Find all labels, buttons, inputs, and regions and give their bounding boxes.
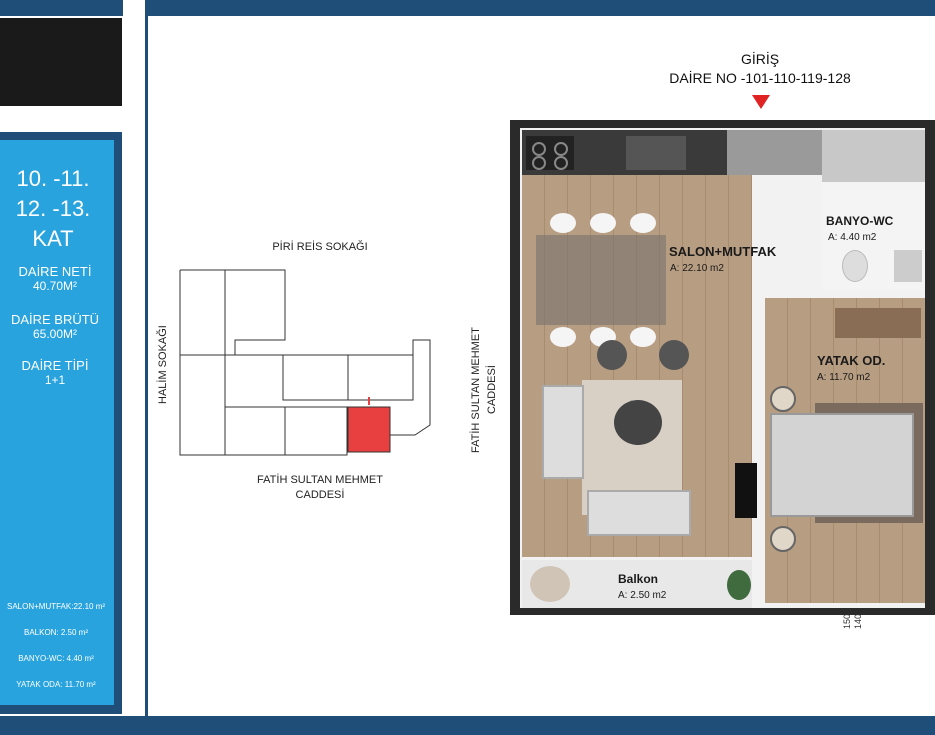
pouf-icon bbox=[659, 340, 689, 370]
right-street-label: FATİH SULTAN MEHMET CADDESİ bbox=[470, 320, 504, 460]
gross-area-value: 65.00M² bbox=[32, 327, 78, 341]
bottom-street-line: FATİH SULTAN MEHMET bbox=[257, 474, 383, 486]
logo-block bbox=[0, 18, 122, 106]
armchair-left bbox=[542, 385, 584, 479]
stove-icon bbox=[526, 136, 574, 170]
building-outline bbox=[179, 354, 226, 456]
area-banyo: BANYO-WC: 4.40 m² bbox=[18, 654, 94, 663]
floor-line: KAT bbox=[32, 226, 74, 251]
entry-label: GİRİŞ bbox=[740, 51, 780, 67]
coffee-table bbox=[614, 400, 662, 445]
apartment-info-panel: 10. -11. 12. -13. KAT DAİRE NETİ 40.70M²… bbox=[0, 140, 114, 705]
banyo-wc-room: BANYO-WC A: 4.40 m2 bbox=[822, 182, 925, 290]
area-balkon: BALKON: 2.50 m² bbox=[23, 628, 89, 637]
yatak-area: A: 11.70 m2 bbox=[817, 372, 871, 383]
highlighted-unit bbox=[347, 406, 391, 453]
dimension-150: 150 bbox=[842, 614, 852, 630]
entry-info: GİRİŞ DAİRE NO -101-110-119-128 bbox=[640, 50, 880, 88]
building-outline bbox=[282, 354, 349, 401]
tv-unit bbox=[735, 463, 757, 518]
gross-area-label: DAİRE BRÜTÜ bbox=[10, 312, 100, 327]
top-frame-gap bbox=[123, 0, 145, 16]
banyo-area: A: 4.40 m2 bbox=[828, 232, 877, 243]
area-salon-mutfak: SALON+MUTFAK:22.10 m² bbox=[6, 602, 106, 611]
lamp-icon bbox=[770, 386, 796, 412]
floor-line: 10. -11. bbox=[16, 166, 90, 191]
sink-icon bbox=[626, 136, 686, 170]
yatak-label: YATAK OD. bbox=[817, 353, 886, 368]
salon-mutfak-room: SALON+MUTFAK A: 22.10 m2 bbox=[522, 175, 776, 557]
balcony-chair bbox=[530, 566, 570, 602]
area-yatak: YATAK ODA: 11.70 m² bbox=[16, 680, 96, 689]
entry-hall bbox=[727, 130, 822, 175]
plant-icon bbox=[727, 570, 751, 600]
salon-area: A: 22.10 m2 bbox=[670, 263, 724, 274]
floor-plan: SALON+MUTFAK A: 22.10 m2 Balkon A: 2.50 … bbox=[510, 120, 935, 615]
balkon-room: Balkon A: 2.50 m2 bbox=[522, 560, 752, 608]
wardrobe bbox=[835, 308, 921, 338]
sofa bbox=[587, 490, 691, 536]
floor-list: 10. -11. 12. -13. KAT bbox=[0, 164, 106, 254]
right-street-line: CADDESİ bbox=[486, 365, 498, 415]
type-label: DAİRE TİPİ bbox=[21, 358, 89, 373]
bottom-street-line: CADDESİ bbox=[295, 489, 345, 501]
balkon-label: Balkon bbox=[618, 572, 659, 586]
closet bbox=[822, 130, 925, 182]
net-area-label: DAİRE NETİ bbox=[18, 264, 92, 279]
top-frame-bar bbox=[0, 0, 935, 16]
main-content-frame bbox=[145, 16, 935, 716]
building-outline bbox=[224, 406, 286, 456]
type-value: 1+1 bbox=[44, 373, 66, 387]
bottom-street-label: FATİH SULTAN MEHMET CADDESİ bbox=[240, 473, 400, 503]
building-outline bbox=[284, 406, 348, 456]
dining-table-icon bbox=[536, 213, 666, 347]
bed-icon bbox=[770, 413, 914, 517]
floor-line: 12. -13. bbox=[15, 196, 91, 221]
banyo-label: BANYO-WC bbox=[826, 214, 894, 228]
dimension-140: 140 bbox=[853, 614, 863, 630]
top-street-label: PİRİ REİS SOKAĞI bbox=[272, 241, 368, 253]
building-outline bbox=[347, 354, 414, 401]
kitchen-counter bbox=[522, 130, 727, 175]
balkon-area: A: 2.50 m2 bbox=[618, 590, 667, 601]
building-outline bbox=[179, 269, 226, 356]
apartment-numbers: DAİRE NO -101-110-119-128 bbox=[669, 70, 851, 86]
bottom-frame-bar bbox=[0, 716, 935, 735]
entry-arrow-icon bbox=[752, 95, 770, 109]
building-outline bbox=[390, 339, 431, 436]
site-plan-map bbox=[179, 269, 431, 456]
washbasin-icon bbox=[894, 250, 922, 282]
salon-label: SALON+MUTFAK bbox=[669, 244, 777, 259]
toilet-icon bbox=[842, 250, 868, 282]
left-street-label: HALİM SOKAĞI bbox=[157, 325, 169, 405]
yatak-room: YATAK OD. A: 11.70 m2 bbox=[765, 298, 925, 603]
building-outline bbox=[225, 269, 286, 356]
net-area-value: 40.70M² bbox=[32, 279, 78, 293]
pouf-icon bbox=[597, 340, 627, 370]
lamp-icon bbox=[770, 526, 796, 552]
